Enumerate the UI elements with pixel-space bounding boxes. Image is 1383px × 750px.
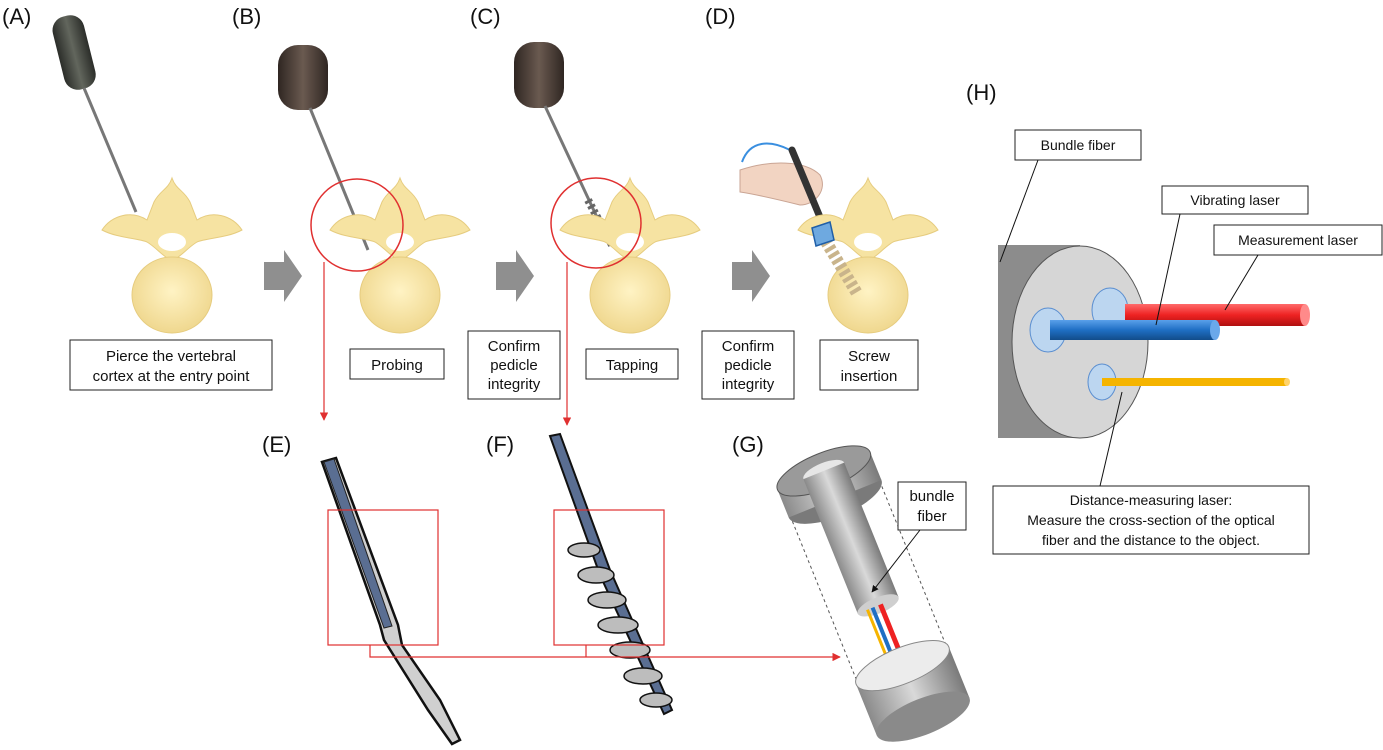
distance-note-line1: Distance-measuring laser: bbox=[1070, 492, 1233, 508]
step-confirm2-line2: pedicle bbox=[724, 357, 772, 374]
zoom-connectors bbox=[319, 262, 572, 426]
step-confirm1-box: Confirm pedicle integrity bbox=[467, 330, 561, 400]
vibrating-laser-beam bbox=[1050, 320, 1215, 340]
panel-label-a: (A) bbox=[2, 4, 31, 29]
zoom-box bbox=[553, 509, 665, 646]
step-confirm1-line3: integrity bbox=[488, 376, 541, 393]
panel-a-illustration bbox=[52, 15, 243, 334]
panel-b-illustration bbox=[278, 45, 471, 334]
step-screw-box: Screw insertion bbox=[819, 339, 919, 391]
bundle-fiber-label-line1: bundle bbox=[909, 488, 954, 505]
highlight-circle bbox=[550, 177, 642, 269]
step-probing-label: Probing bbox=[371, 357, 423, 374]
step-pierce-line2: cortex at the entry point bbox=[93, 368, 251, 385]
panel-label-d: (D) bbox=[705, 4, 736, 29]
panel-label-b: (B) bbox=[232, 4, 261, 29]
step-pierce-line1: Pierce the vertebral bbox=[106, 348, 236, 365]
panel-label-h: (H) bbox=[966, 80, 997, 105]
panel-label-e: (E) bbox=[262, 432, 291, 457]
step-pierce-box: Pierce the vertebral cortex at the entry… bbox=[69, 339, 273, 391]
step-screw-line1: Screw bbox=[848, 348, 890, 365]
bundle-fiber-title: Bundle fiber bbox=[1041, 137, 1116, 153]
step-confirm2-line1: Confirm bbox=[722, 338, 775, 355]
step-tapping-label: Tapping bbox=[606, 357, 659, 374]
panel-d-illustration bbox=[739, 142, 939, 334]
panel-f-tap bbox=[548, 432, 674, 716]
step-confirm2-line3: integrity bbox=[722, 376, 775, 393]
step-arrows bbox=[264, 250, 770, 302]
measurement-laser-title: Measurement laser bbox=[1238, 232, 1358, 248]
panel-label-g: (G) bbox=[732, 432, 764, 457]
step-confirm2-box: Confirm pedicle integrity bbox=[701, 330, 795, 400]
step-confirm1-line2: pedicle bbox=[490, 357, 538, 374]
ef-to-g-connector bbox=[369, 645, 841, 662]
panel-g-cylinder: bundle fiber bbox=[776, 445, 970, 742]
step-screw-line2: insertion bbox=[841, 368, 898, 385]
vibrating-laser-title: Vibrating laser bbox=[1190, 192, 1280, 208]
bundle-fiber-label-line2: fiber bbox=[917, 508, 946, 525]
panel-c-illustration bbox=[514, 42, 701, 334]
zoom-box bbox=[327, 509, 439, 646]
panel-e-probe bbox=[320, 456, 462, 746]
panel-label-c: (C) bbox=[470, 4, 501, 29]
distance-note-line2: Measure the cross-section of the optical bbox=[1027, 512, 1274, 528]
distance-note-line3: fiber and the distance to the object. bbox=[1042, 532, 1260, 548]
step-tapping-box: Tapping bbox=[585, 348, 679, 380]
panel-label-f: (F) bbox=[486, 432, 514, 457]
highlight-circle bbox=[310, 178, 404, 272]
step-probing-box: Probing bbox=[349, 348, 445, 380]
step-confirm1-line1: Confirm bbox=[488, 338, 541, 355]
panel-h-diagram: Bundle fiber Vibrating laser Measurement… bbox=[992, 129, 1383, 555]
distance-laser-beam bbox=[1102, 378, 1287, 386]
